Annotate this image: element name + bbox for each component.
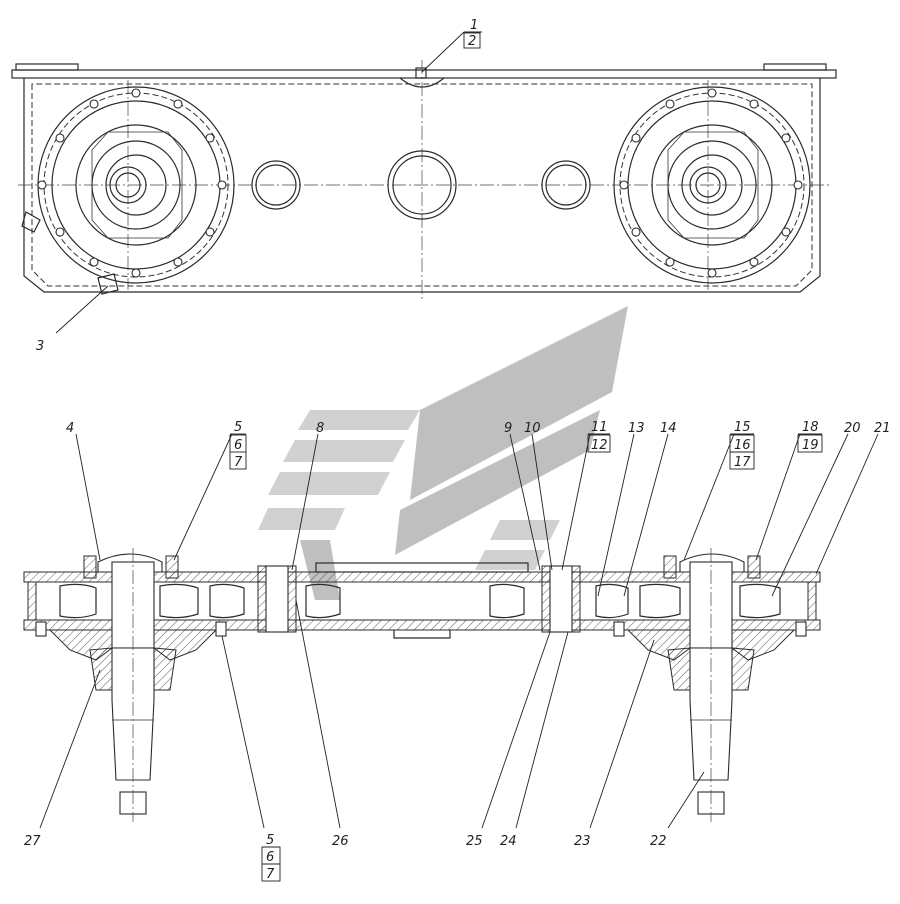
- callout-27: 27: [24, 834, 41, 849]
- callout-19: 19: [802, 438, 819, 453]
- callout-20: 20: [844, 421, 861, 436]
- inner-dashed-outline: [31, 83, 813, 287]
- callout-5-bottom: 5: [266, 833, 274, 848]
- top-view: [11, 60, 837, 300]
- right-lug: [763, 63, 827, 71]
- callouts: 1 2 3 4 5 6 7 8 9 10 11 12 13 14: [24, 18, 891, 882]
- callout-1: 1: [470, 18, 478, 33]
- callout-12: 12: [591, 438, 608, 453]
- callout-6-top: 6: [234, 438, 242, 453]
- callout-15: 15: [734, 420, 751, 435]
- callout-13: 13: [628, 421, 645, 436]
- callout-26: 26: [332, 834, 349, 849]
- callout-16: 16: [734, 438, 751, 453]
- callout-9: 9: [504, 421, 512, 436]
- left-cover: [37, 86, 235, 284]
- callout-25: 25: [466, 834, 483, 849]
- callout-5-top: 5: [234, 420, 242, 435]
- callout-11: 11: [591, 420, 608, 435]
- top-flange: [11, 69, 837, 79]
- callout-24: 24: [500, 834, 517, 849]
- callout-10: 10: [524, 421, 541, 436]
- callout-7-bottom: 7: [266, 867, 275, 882]
- breather: [399, 77, 445, 88]
- callout-22: 22: [650, 834, 667, 849]
- left-lug: [15, 63, 79, 71]
- section-view: [23, 548, 821, 822]
- callout-7-top: 7: [234, 455, 243, 470]
- bottom-plate: [23, 619, 821, 631]
- callout-21: 21: [874, 421, 891, 436]
- callout-6-bottom: 6: [266, 850, 274, 865]
- right-cover: [613, 86, 811, 284]
- callout-14: 14: [660, 421, 677, 436]
- callout-18: 18: [802, 420, 819, 435]
- callout-3: 3: [36, 339, 44, 354]
- callout-23: 23: [574, 834, 591, 849]
- watermark-logo: [258, 306, 628, 600]
- callout-8: 8: [316, 421, 324, 436]
- callout-2: 2: [468, 34, 476, 49]
- callout-17: 17: [734, 455, 751, 470]
- callout-4: 4: [66, 421, 74, 436]
